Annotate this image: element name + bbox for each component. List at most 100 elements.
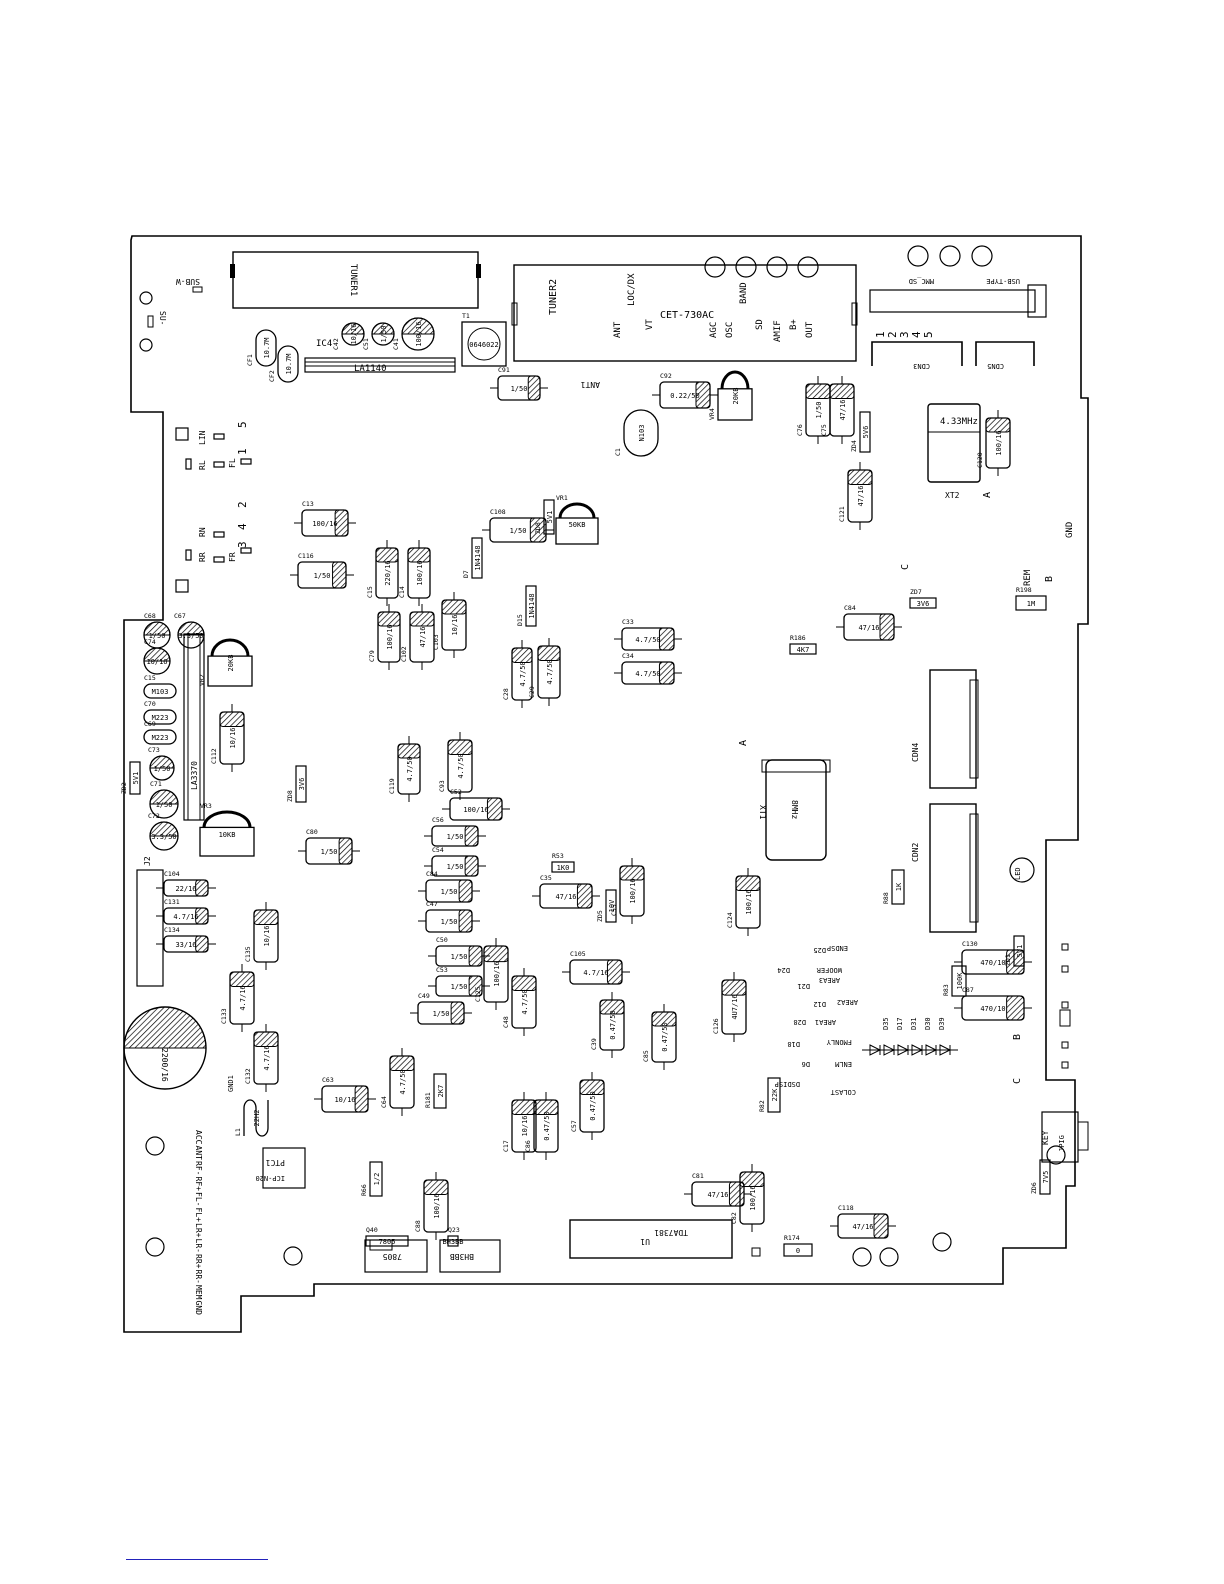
component-value: 100/16 — [745, 889, 753, 914]
component-ref: C132 — [244, 1068, 252, 1084]
component-ref: C79 — [368, 650, 376, 662]
component-value: 1/50 — [510, 527, 527, 535]
component-value: 100/16 — [463, 806, 488, 814]
component-ref: C116 — [298, 552, 314, 560]
q40-regulator — [364, 1239, 428, 1273]
ic4-label: IC4 — [316, 339, 332, 349]
diode-label: DSDISP — [775, 1080, 800, 1088]
led-d20 — [1009, 857, 1035, 883]
component-value: 10/16 — [521, 1115, 529, 1136]
component-ref: Q23 — [448, 1226, 460, 1234]
component-ref: C120 — [976, 452, 984, 468]
diode-label: D6 — [802, 1060, 810, 1068]
tuner2-module — [513, 264, 857, 362]
cdn3-pin: 1 — [874, 331, 887, 338]
component-ref: C35 — [540, 874, 552, 882]
component-ref: C125 — [474, 986, 482, 1002]
cdn3-pin: 2 — [886, 331, 899, 338]
label-c-1: C — [900, 564, 911, 570]
tuner2-pin-label: LOC/DX — [627, 273, 637, 306]
rl-label: RL — [198, 460, 207, 470]
component-ref: C87 — [962, 986, 974, 994]
component-ref: C133 — [220, 1008, 228, 1024]
label-a-2: A — [738, 740, 749, 746]
cdn4-label: CDN4 — [911, 743, 920, 762]
component-ref: C80 — [306, 828, 318, 836]
diode-label: D25 — [813, 946, 826, 954]
component-ref: C131 — [164, 898, 180, 906]
component-ref: CF1 — [246, 354, 254, 366]
component-ref: C39 — [590, 1038, 598, 1050]
component-ref: R186 — [790, 634, 806, 642]
component-ref: ZD2 — [120, 782, 128, 794]
svg-text:XT1: XT1 — [758, 805, 767, 820]
label-a-1: A — [982, 492, 993, 498]
component-value: 5V1 — [546, 511, 554, 524]
component-value: 4.7/16 — [263, 1045, 271, 1070]
component-ref: R181 — [424, 1092, 432, 1108]
component-ref: ZD4 — [850, 440, 858, 452]
tuner2-pin-label: OSC — [725, 322, 735, 338]
component-ref: C134 — [164, 926, 180, 934]
edge-label: FL+ — [194, 1208, 203, 1223]
component-ref: C121 — [838, 506, 846, 522]
diode-label: ENLM — [835, 1060, 852, 1068]
component-ref: C29 — [528, 686, 536, 698]
svg-text:LED: LED — [1014, 867, 1022, 880]
component-value: 1/50 — [451, 983, 468, 991]
left-pads — [175, 427, 252, 593]
side-number: 4 — [236, 523, 249, 530]
cdn4-connector — [929, 669, 977, 789]
component-value: 4.7/16 — [239, 985, 247, 1010]
component-ref: C126 — [712, 1018, 720, 1034]
component-ref: D7 — [462, 570, 470, 578]
diode-label: D35 — [882, 1017, 890, 1030]
component-ref: C68 — [144, 612, 156, 620]
tuner2-model: CET-730AC — [660, 310, 714, 321]
component-value: 3V6 — [298, 778, 306, 791]
component-value: 22H2 — [253, 1110, 261, 1127]
component-ref: C15 — [366, 586, 374, 598]
component-ref: R82 — [758, 1100, 766, 1112]
component-ref: C75 — [820, 424, 828, 436]
svg-text:7805: 7805 — [383, 1252, 402, 1261]
component-ref: ZD1 — [1004, 954, 1012, 966]
component-ref: R198 — [1016, 586, 1032, 594]
diode-label: AREA2 — [837, 998, 858, 1006]
component-ref: C105 — [570, 950, 586, 958]
mounting-holes-top — [139, 245, 1066, 1267]
component-value: 5V1 — [1016, 945, 1024, 958]
component-value: 0.47/50 — [543, 1111, 551, 1141]
component-value: 22/16 — [175, 885, 196, 893]
component-ref: ZD6 — [1030, 1182, 1038, 1194]
component-value: M103 — [152, 688, 169, 696]
component-ref: C92 — [660, 372, 672, 380]
